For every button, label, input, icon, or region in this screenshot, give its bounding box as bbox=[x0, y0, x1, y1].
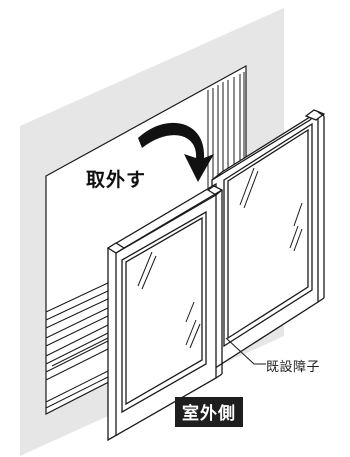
frame-sill bbox=[45, 281, 111, 409]
back-sash-glass-marks bbox=[239, 167, 303, 252]
remove-label: 取外す bbox=[86, 169, 147, 191]
front-sash-glass-marks bbox=[137, 251, 201, 349]
removal-arrow-icon bbox=[138, 122, 214, 182]
front-sash bbox=[106, 182, 224, 442]
callout-leader-line bbox=[225, 337, 266, 365]
outdoor-side-badge: 室外側 bbox=[175, 397, 243, 427]
existing-shoji-label: 既設障子 bbox=[266, 360, 321, 375]
back-sash bbox=[211, 109, 326, 372]
